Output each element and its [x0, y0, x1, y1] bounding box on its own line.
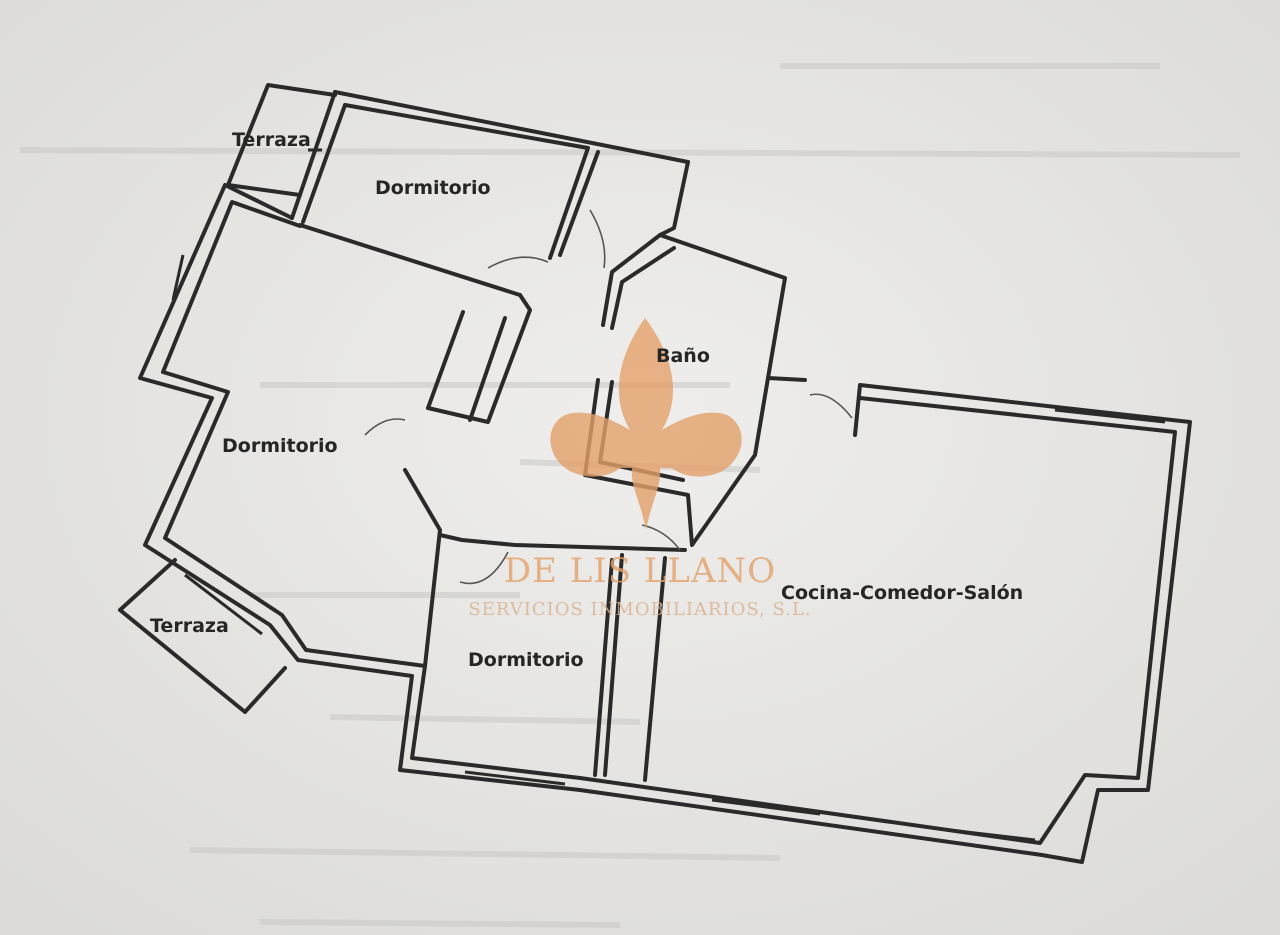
- room-label-terraza-top: Terraza: [232, 129, 311, 151]
- fleur-de-lis-icon: [550, 318, 742, 530]
- dormitorio-top-wall-outer: [333, 90, 690, 164]
- dormitorio-top-left-inner: [301, 103, 347, 224]
- bath-left-wall: [601, 233, 662, 327]
- terraza-top-outline: [226, 83, 337, 197]
- room-label-salon: Cocina-Comedor-Salón: [781, 582, 1023, 604]
- bath-inner-left: [610, 246, 676, 330]
- terraza-bottom-outline: [118, 558, 287, 714]
- dormitorio-bottom-divider-2: [643, 556, 667, 782]
- dormitorio-bottom-divider-3: [593, 558, 614, 777]
- dormitorio-top-wall-inner: [343, 103, 590, 260]
- watermark: DE LIS LLANO SERVICIOS INMOBILIARIOS, S.…: [468, 318, 811, 620]
- dormitorio-bottom-divider-1: [603, 553, 624, 777]
- dormitorio-top-bottom-wall: [298, 223, 522, 297]
- watermark-subtitle: SERVICIOS INMOBILIARIOS, S.L.: [468, 599, 811, 620]
- door-swings: [364, 209, 853, 585]
- dormitorio-bottom-top-wall: [438, 533, 687, 552]
- room-label-dormitorio-top: Dormitorio: [375, 177, 491, 199]
- closet-left: [426, 310, 465, 410]
- room-label-bano: Baño: [656, 345, 710, 367]
- dormitorio-top-left-wall: [290, 90, 337, 220]
- dormitorio-left-corridor-wall: [403, 468, 442, 668]
- room-label-dormitorio-bottom: Dormitorio: [468, 649, 584, 671]
- walls: [118, 83, 1192, 864]
- watermark-brand: DE LIS LLANO: [504, 551, 776, 591]
- window-marks: [171, 148, 1166, 842]
- left-wing-outer: [138, 183, 1192, 864]
- dormitorio-left-right-wall: [426, 293, 532, 424]
- corridor-top-right: [558, 150, 600, 257]
- room-label-terraza-bottom: Terraza: [150, 615, 229, 637]
- closet-right: [468, 316, 507, 422]
- room-label-dormitorio-left: Dormitorio: [222, 435, 338, 457]
- bath-top-wall: [658, 160, 807, 382]
